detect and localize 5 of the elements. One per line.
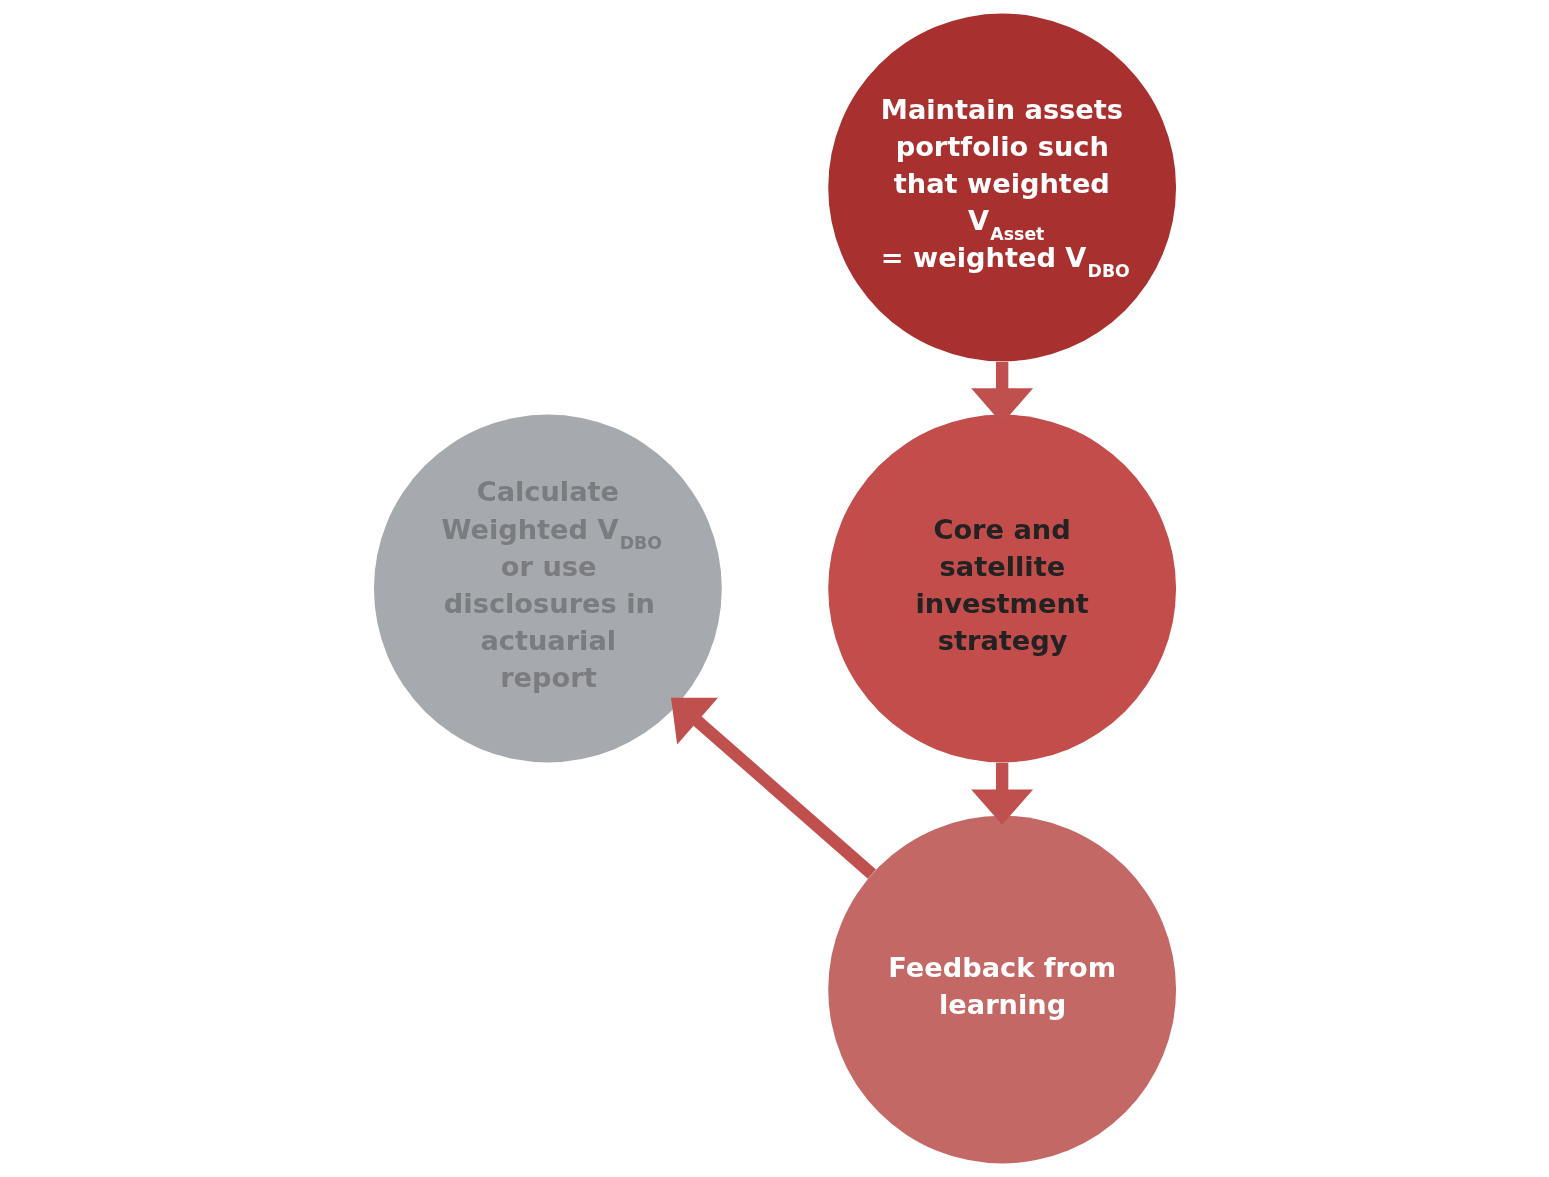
arrow [970, 762, 1033, 825]
node-circle: Maintain assets portfolio such that weighted V$_{Asset}$ = weighted V$_{DBO}$ [827, 13, 1176, 362]
node-circle: Core and satellite investment strategy [827, 414, 1176, 763]
node-circle: Feedback from learning [827, 815, 1176, 1164]
arrow [670, 697, 876, 879]
